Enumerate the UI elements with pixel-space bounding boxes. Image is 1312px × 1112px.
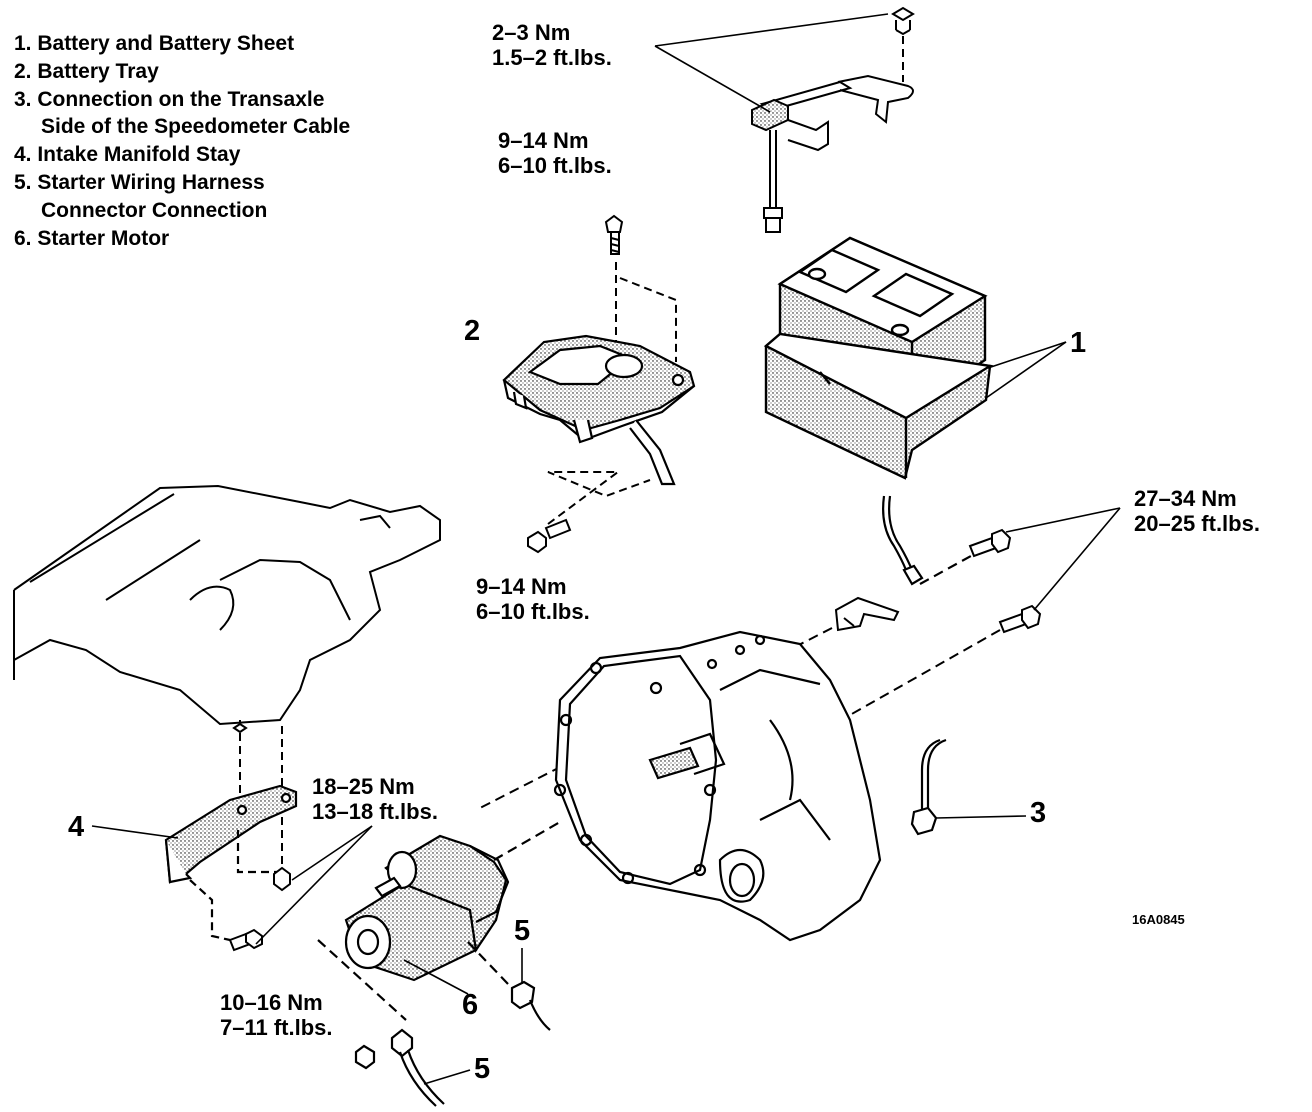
legend-item-5-cont: Connector Connection [41, 198, 268, 222]
starter-cable [317, 939, 445, 1107]
torque-nm: 9–14 Nm [476, 574, 567, 599]
battery-holddown-clamp [751, 6, 915, 233]
callout-1: 1 [1070, 327, 1087, 359]
battery-tray [502, 334, 696, 486]
torque-label-transaxle-bolts: 27–34 Nm 20–25 ft.lbs. [1134, 486, 1260, 536]
torque-ftlbs: 6–10 ft.lbs. [476, 599, 590, 624]
torque-nm: 27–34 Nm [1134, 486, 1237, 511]
callout-2: 2 [464, 315, 481, 347]
torque-nm: 10–16 Nm [220, 990, 323, 1015]
torque-label-tray-lower: 9–14 Nm 6–10 ft.lbs. [476, 574, 590, 624]
legend-item-5: 5. Starter Wiring Harness [14, 170, 265, 194]
legend-item-4: 4. Intake Manifold Stay [14, 143, 241, 167]
leader-lines [91, 13, 1121, 1085]
torque-nm: 18–25 Nm [312, 774, 415, 799]
battery [763, 236, 994, 480]
starter-motor [344, 821, 561, 982]
figure-code: 16A0845 [1132, 912, 1185, 927]
torque-ftlbs: 20–25 ft.lbs. [1134, 511, 1260, 536]
legend-item-3: 3. Connection on the Transaxle [14, 87, 325, 111]
callout-6: 6 [462, 989, 479, 1021]
torque-ftlbs: 6–10 ft.lbs. [498, 153, 612, 178]
starter-harness-connector [465, 939, 551, 1031]
legend-item-3-cont: Side of the Speedometer Cable [41, 115, 351, 139]
torque-ftlbs: 13–18 ft.lbs. [312, 799, 438, 824]
torque-label-stay: 18–25 Nm 13–18 ft.lbs. [312, 774, 438, 824]
torque-nm: 9–14 Nm [498, 128, 589, 153]
torque-nm: 2–3 Nm [492, 20, 571, 45]
intake-manifold-stay [164, 784, 298, 942]
callout-5-connector: 5 [514, 915, 531, 947]
tray-lower-bolt [527, 471, 651, 554]
speedometer-cable [910, 738, 947, 836]
torque-label-tray-upper: 9–14 Nm 6–10 ft.lbs. [498, 128, 612, 178]
torque-ftlbs: 7–11 ft.lbs. [220, 1015, 333, 1040]
legend-item-2: 2. Battery Tray [14, 59, 159, 83]
battery-ground-cable [882, 495, 1001, 586]
transaxle [553, 630, 882, 942]
torque-ftlbs: 1.5–2 ft.lbs. [492, 45, 612, 70]
tray-upper-bolt [604, 214, 677, 362]
callout-3: 3 [1030, 797, 1047, 829]
callout-5-cable: 5 [474, 1053, 491, 1085]
stay-bolts [228, 866, 291, 952]
torque-label-clamp: 2–3 Nm 1.5–2 ft.lbs. [492, 20, 612, 70]
legend-item-1: 1. Battery and Battery Sheet [14, 32, 295, 55]
transaxle-mount-bolts [699, 528, 1042, 801]
torque-label-starter-nut: 10–16 Nm 7–11 ft.lbs. [220, 990, 333, 1040]
legend-item-6: 6. Starter Motor [14, 226, 170, 250]
callout-4: 4 [68, 811, 85, 843]
parts-legend: 1. Battery and Battery Sheet 2. Battery … [14, 30, 350, 252]
